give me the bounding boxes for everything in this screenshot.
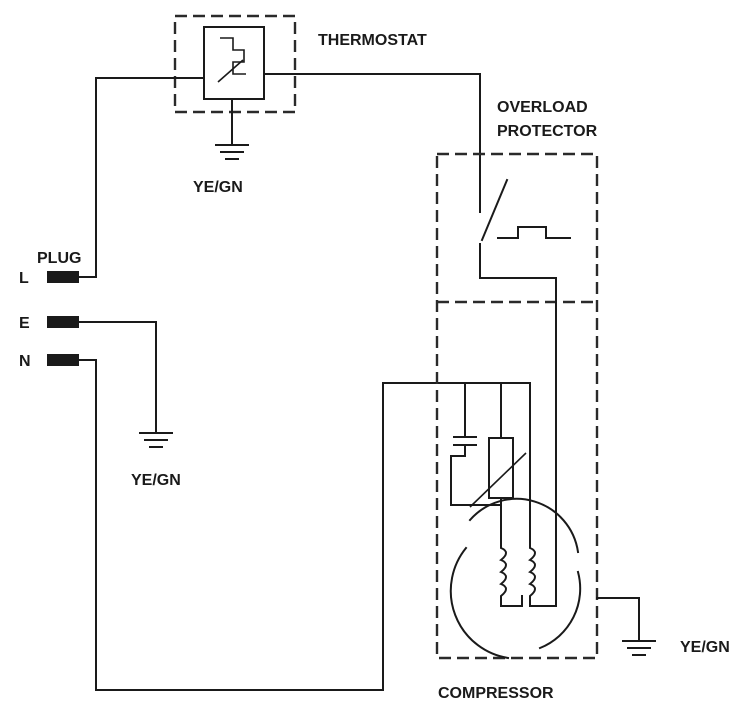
overload-contact-icon (479, 178, 571, 591)
earth-wire (78, 321, 157, 434)
thermostat-switch-icon (217, 37, 246, 83)
thermostat (173, 14, 297, 114)
terminal-e-pin (47, 316, 79, 328)
live-wire (78, 77, 205, 278)
terminal-l-label: L (19, 270, 29, 287)
terminal-e-label: E (19, 315, 30, 332)
motor-start-winding (499, 504, 523, 607)
thermostat-to-protector-wire (263, 73, 481, 196)
overload-label-line1: OVERLOAD (497, 99, 588, 116)
terminal-l-pin (47, 271, 79, 283)
plug-ground-label: YE/GN (131, 472, 181, 489)
compressor-ground-label: YE/GN (680, 639, 730, 656)
plug-ground-icon (139, 432, 173, 448)
ptc-starter-icon (469, 382, 527, 508)
motor-icon (449, 382, 582, 660)
thermostat-label: THERMOSTAT (318, 32, 427, 49)
compressor-ground-icon (596, 597, 656, 656)
compressor-dashed-housing (435, 152, 599, 660)
motor-run-winding (528, 382, 557, 607)
thermostat-ground-icon (215, 98, 249, 160)
compressor-label: COMPRESSOR (438, 685, 554, 702)
overload-label-line2: PROTECTOR (497, 123, 598, 140)
terminal-n-pin (47, 354, 79, 366)
plug-label: PLUG (37, 250, 81, 267)
thermostat-dashed-box (173, 14, 297, 114)
thermostat-ground-label: YE/GN (193, 179, 243, 196)
capacitor-icon (450, 382, 502, 506)
neutral-wire (78, 359, 531, 691)
thermostat-inner-box (203, 26, 265, 100)
terminal-n-label: N (19, 353, 31, 370)
